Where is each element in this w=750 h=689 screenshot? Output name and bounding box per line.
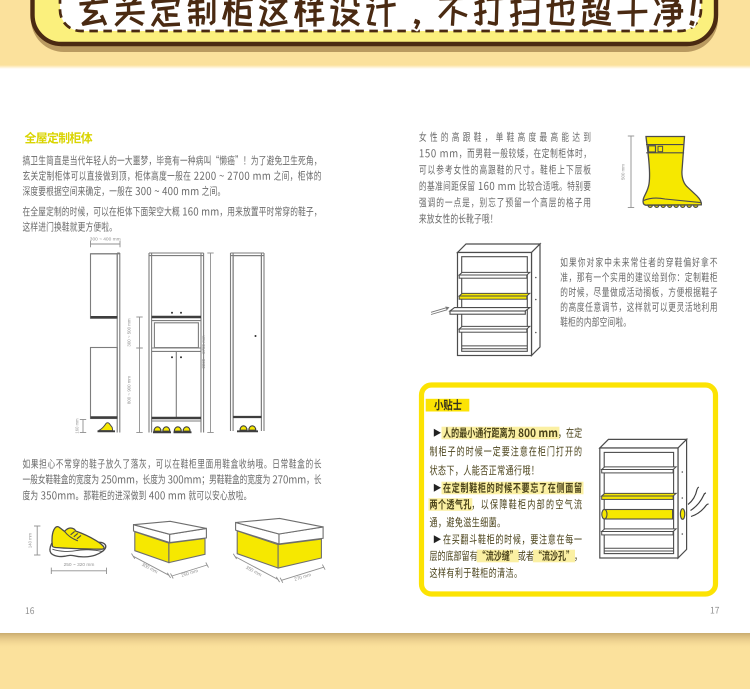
svg-text:300 ~ 500 mm: 300 ~ 500 mm bbox=[127, 318, 132, 347]
svg-text:270 mm: 270 mm bbox=[294, 572, 312, 583]
svg-text:250 ~ 320 mm: 250 ~ 320 mm bbox=[64, 562, 95, 568]
svg-text:500 mm: 500 mm bbox=[621, 164, 626, 180]
svg-text:250 mm: 250 mm bbox=[181, 568, 199, 579]
svg-text:2200 ~ 2700 mm: 2200 ~ 2700 mm bbox=[201, 335, 206, 368]
svg-text:160 mm: 160 mm bbox=[75, 418, 80, 434]
svg-text:140 mm: 140 mm bbox=[28, 532, 33, 548]
svg-text:300 ~ 400 mm: 300 ~ 400 mm bbox=[90, 237, 121, 243]
svg-text:800 ~ 900 mm: 800 ~ 900 mm bbox=[127, 376, 132, 405]
